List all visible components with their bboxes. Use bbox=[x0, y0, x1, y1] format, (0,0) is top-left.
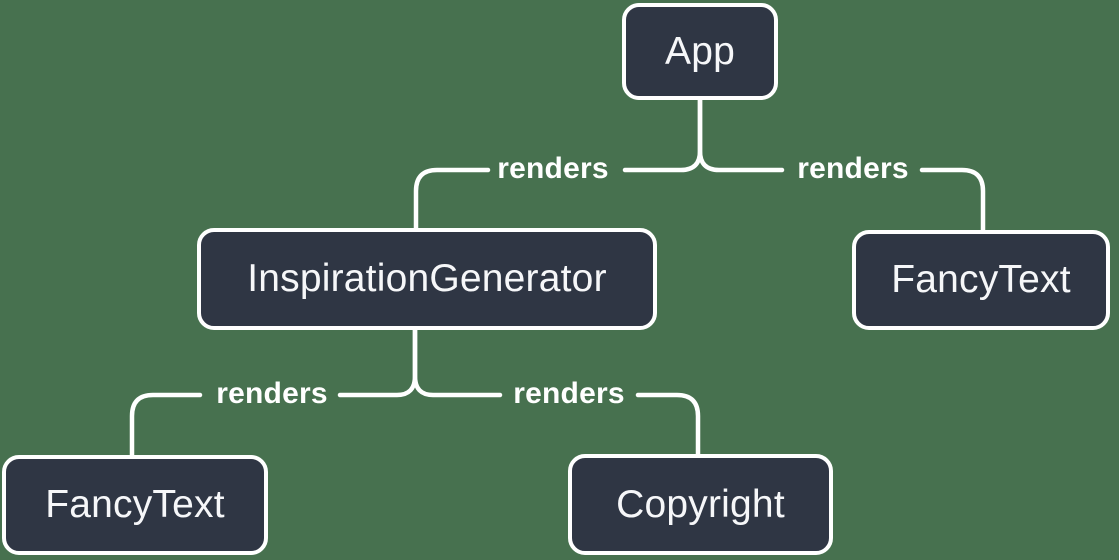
node-fancy-text-bottom-left: FancyText bbox=[2, 455, 268, 555]
node-fancy-text-top-right: FancyText bbox=[852, 230, 1110, 330]
node-copyright: Copyright bbox=[568, 454, 833, 555]
edge-app-inspirationgenerator-drop bbox=[413, 167, 491, 231]
edge-ig-copyright bbox=[412, 327, 503, 398]
edge-app-fancytext-drop bbox=[919, 167, 986, 233]
edge-ig-fancytext-drop bbox=[129, 392, 203, 458]
edge-ig-copyright-drop bbox=[635, 392, 701, 457]
edge-app-inspirationgenerator bbox=[622, 97, 703, 173]
edge-app-fancytext bbox=[697, 97, 785, 173]
node-app: App bbox=[622, 3, 778, 100]
edge-label-renders-app-ig: renders bbox=[497, 152, 609, 185]
edge-ig-fancytext bbox=[337, 327, 418, 398]
edge-label-renders-ig-fancytext: renders bbox=[216, 377, 328, 410]
node-inspiration-generator: InspirationGenerator bbox=[197, 228, 657, 330]
edge-label-renders-ig-copyright: renders bbox=[513, 377, 625, 410]
edge-label-renders-app-fancytext: renders bbox=[797, 152, 909, 185]
